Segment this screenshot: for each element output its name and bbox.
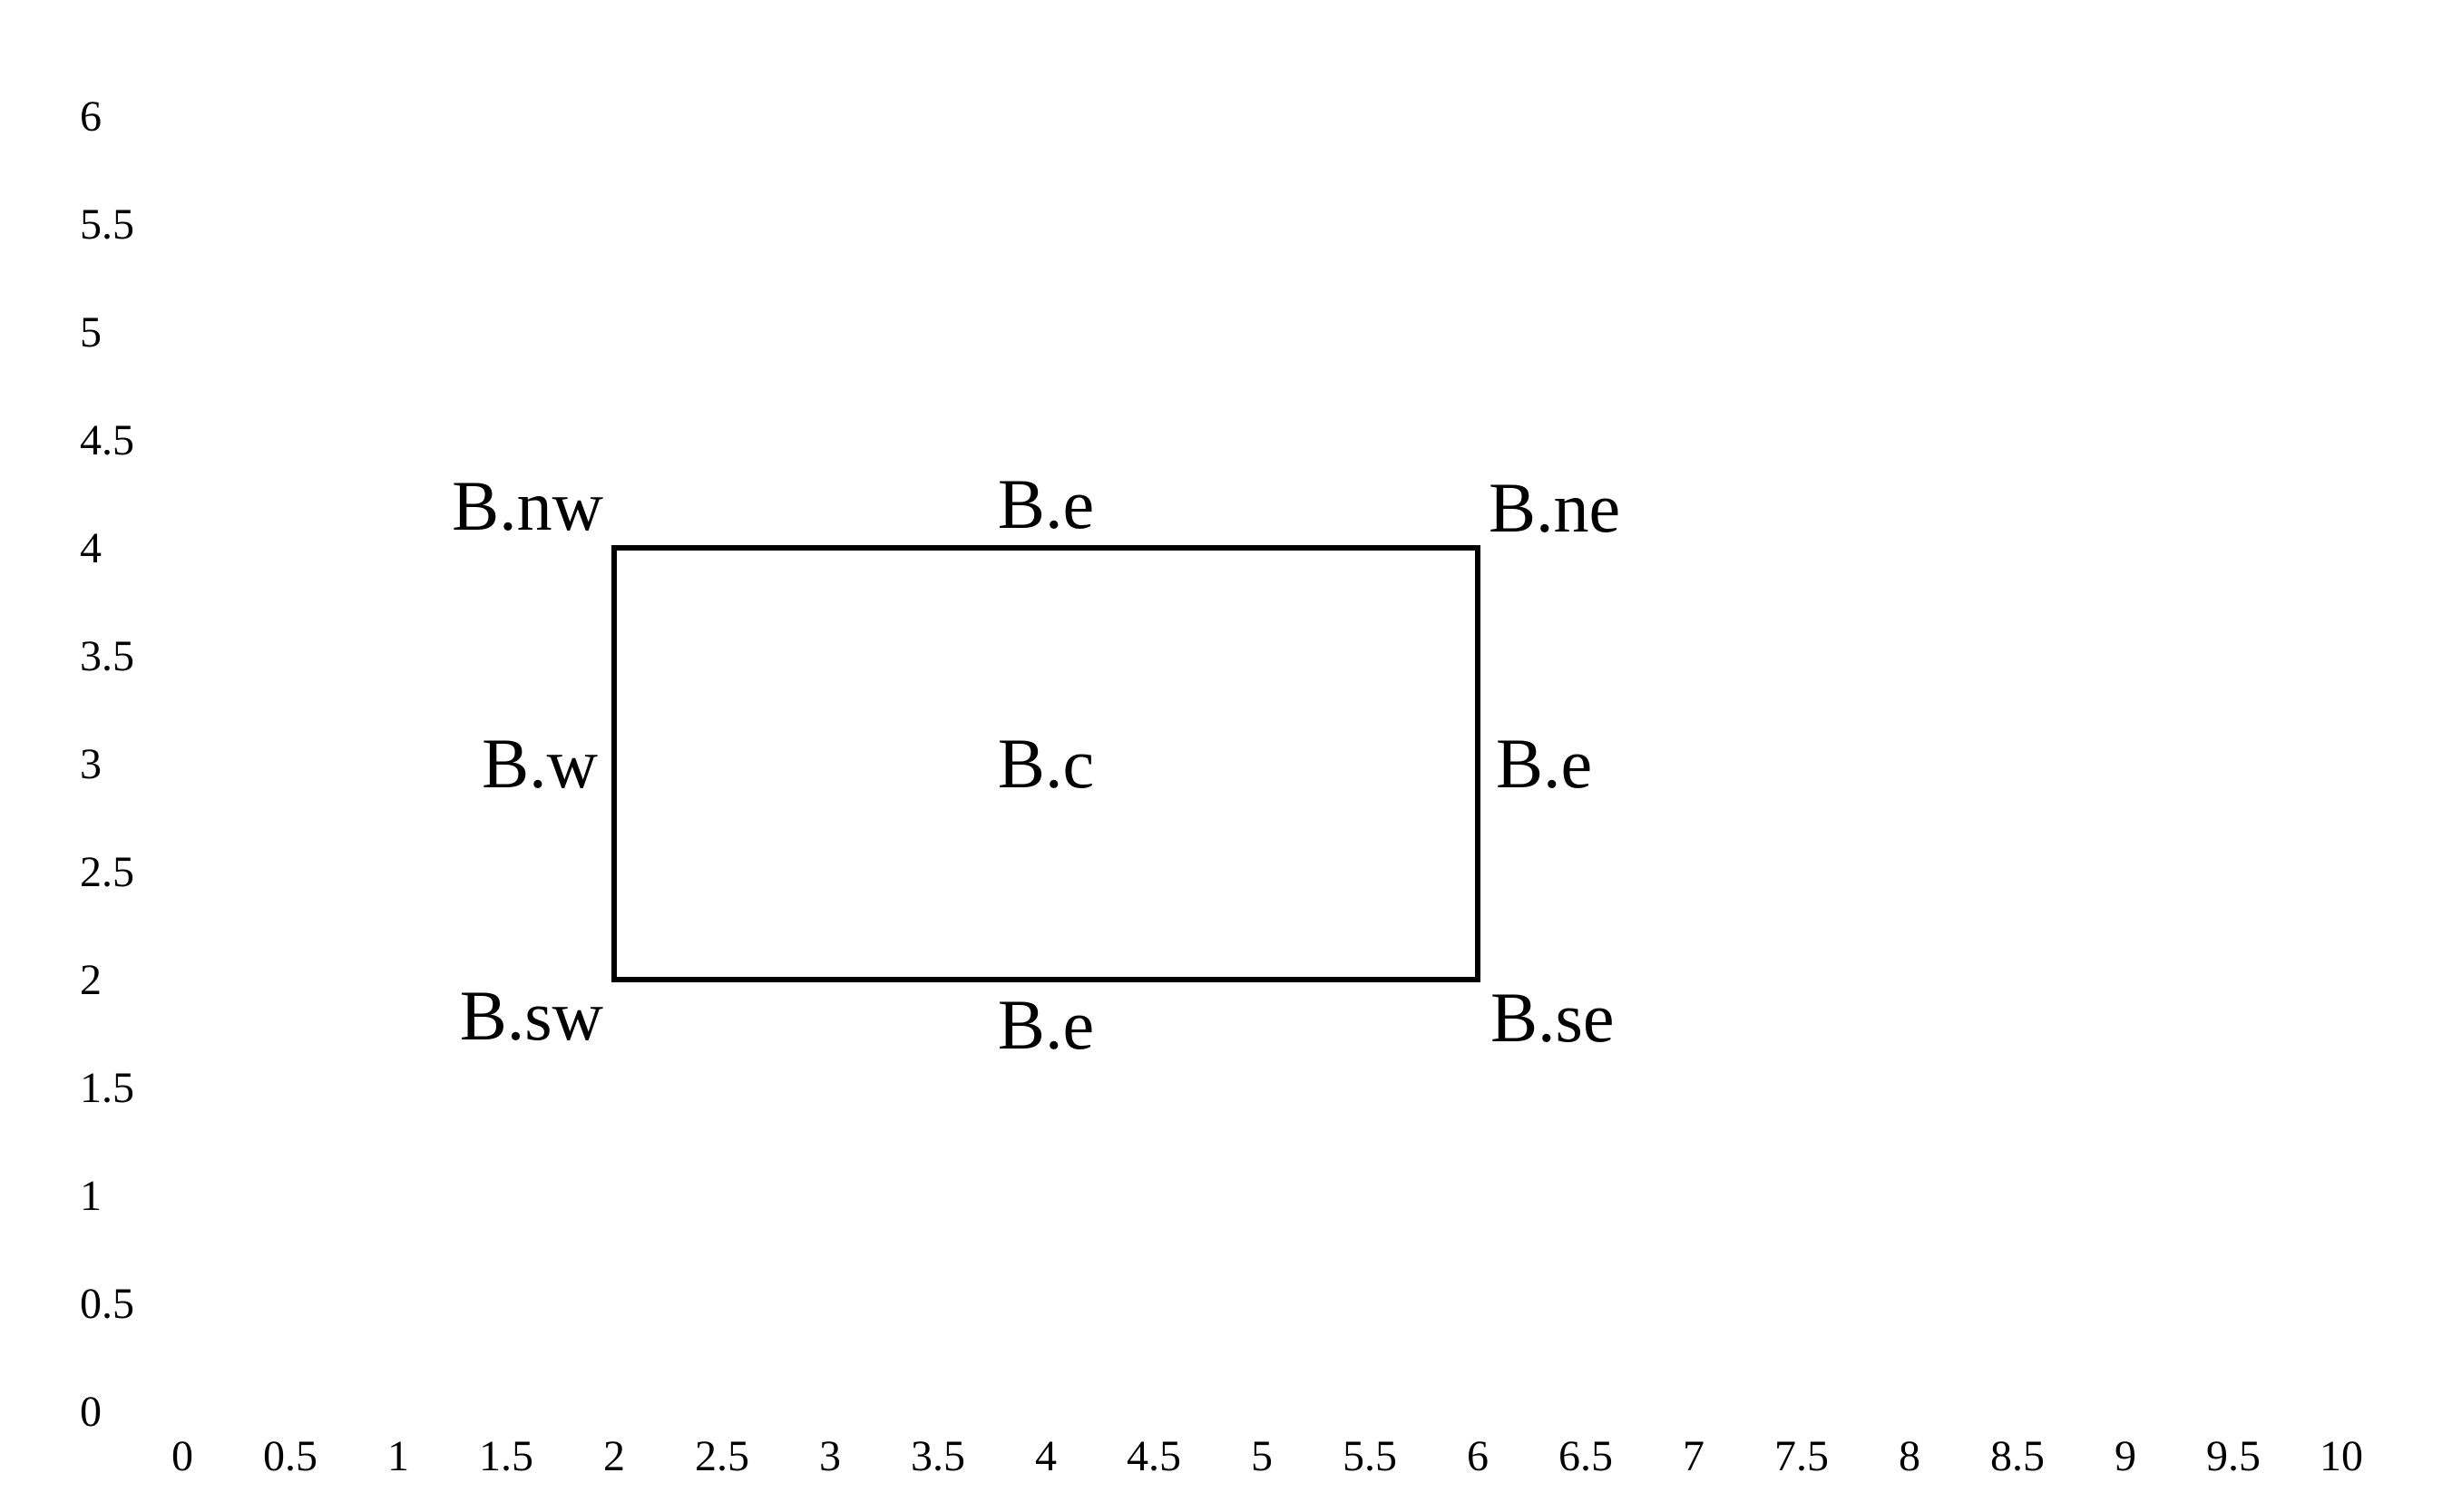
y-tick-label: 5 bbox=[80, 308, 102, 356]
anchor-label-ne: B.ne bbox=[1489, 468, 1620, 547]
x-tick-label: 0 bbox=[171, 1432, 193, 1480]
anchor-label-n: B.e bbox=[998, 464, 1094, 543]
y-tick-label: 3.5 bbox=[80, 632, 134, 680]
x-tick-label: 8.5 bbox=[1990, 1432, 2045, 1480]
x-tick-label: 1 bbox=[387, 1432, 409, 1480]
x-tick-label: 2.5 bbox=[695, 1432, 749, 1480]
y-tick-label: 1.5 bbox=[80, 1064, 134, 1112]
y-tick-label: 4 bbox=[80, 524, 102, 572]
x-tick-label: 1.5 bbox=[479, 1432, 533, 1480]
y-axis-tick-labels: 0 0.5 1 1.5 2 2.5 3 3.5 4 4.5 5 5.5 6 bbox=[80, 93, 134, 1436]
y-tick-label: 0.5 bbox=[80, 1280, 134, 1328]
x-axis-tick-labels: 0 0.5 1 1.5 2 2.5 3 3.5 4 4.5 5 5.5 6 6.5 7 7.5 8 8.5 9 9.5… bbox=[171, 1432, 2363, 1480]
y-tick-label: 6 bbox=[80, 93, 102, 141]
x-tick-label: 5.5 bbox=[1343, 1432, 1397, 1480]
anchor-label-s: B.e bbox=[998, 985, 1094, 1064]
anchor-label-e: B.e bbox=[1496, 724, 1592, 803]
y-tick-label: 0 bbox=[80, 1388, 102, 1436]
anchor-label-nw: B.nw bbox=[452, 466, 603, 545]
x-tick-label: 7.5 bbox=[1774, 1432, 1829, 1480]
y-tick-label: 2.5 bbox=[80, 848, 134, 896]
x-tick-label: 4.5 bbox=[1127, 1432, 1181, 1480]
x-tick-label: 3 bbox=[819, 1432, 841, 1480]
anchor-label-w: B.w bbox=[482, 724, 598, 803]
y-tick-label: 3 bbox=[80, 740, 102, 788]
y-tick-label: 5.5 bbox=[80, 200, 134, 249]
y-tick-label: 1 bbox=[80, 1172, 102, 1220]
x-tick-label: 0.5 bbox=[263, 1432, 317, 1480]
x-tick-label: 3.5 bbox=[911, 1432, 965, 1480]
x-tick-label: 2 bbox=[603, 1432, 625, 1480]
x-tick-label: 9 bbox=[2115, 1432, 2136, 1480]
x-tick-label: 4 bbox=[1035, 1432, 1057, 1480]
x-tick-label: 10 bbox=[2320, 1432, 2363, 1480]
x-tick-label: 8 bbox=[1899, 1432, 1920, 1480]
y-tick-label: 2 bbox=[80, 956, 102, 1004]
x-tick-label: 5 bbox=[1251, 1432, 1273, 1480]
x-tick-label: 6 bbox=[1467, 1432, 1489, 1480]
x-tick-label: 9.5 bbox=[2206, 1432, 2261, 1480]
anchor-label-c: B.c bbox=[998, 724, 1094, 803]
x-tick-label: 6.5 bbox=[1558, 1432, 1613, 1480]
anchor-label-sw: B.sw bbox=[460, 976, 603, 1055]
x-tick-label: 7 bbox=[1683, 1432, 1705, 1480]
box-b-rectangle bbox=[611, 545, 1480, 982]
anchor-label-se: B.se bbox=[1490, 978, 1615, 1057]
y-tick-label: 4.5 bbox=[80, 416, 134, 464]
